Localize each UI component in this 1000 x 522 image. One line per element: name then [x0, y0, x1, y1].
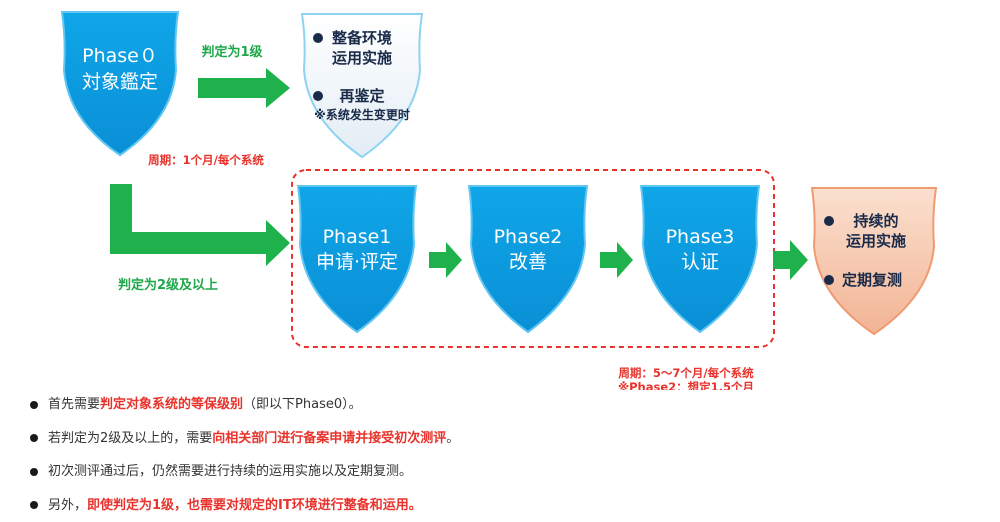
note-emphasis: 判定对象系统的等保级别 [100, 397, 243, 412]
bullet-icon [30, 501, 38, 509]
phase3-subtitle: 认证 [681, 251, 719, 273]
process-diagram: Phase０ 対象鑑定 判定为1级 整备环境 运用实施 再鉴定 ※系统发生变更时… [0, 0, 1000, 390]
arrow-to-phase1 [110, 184, 290, 266]
bullet-icon [30, 401, 38, 409]
phase1-subtitle: 申请·评定 [316, 251, 398, 273]
box1-item1-line1: 整备环境 [332, 29, 392, 47]
cycle0-label: 周期：1个月/每个系统 [148, 153, 264, 167]
box2-item2: 定期复测 [842, 271, 902, 289]
box2-item1-line1: 持续的 [853, 212, 898, 230]
phase0-title: Phase０ [82, 45, 158, 67]
bullet-icon [30, 468, 38, 476]
phase3-title: Phase3 [666, 226, 735, 248]
arrow-phase3-to-box2 [773, 240, 808, 280]
note-emphasis: 向相关部门进行备案申请并接受初次测评 [212, 431, 446, 446]
phase2-shield: Phase2 改善 [469, 186, 587, 332]
note-text: 。 [446, 431, 459, 446]
bullet-icon [30, 434, 38, 442]
note-item: 首先需要判定对象系统的等保级别（即以下Phase0）。 [28, 388, 988, 422]
bullet-icon [824, 216, 834, 226]
notes-list: 首先需要判定对象系统的等保级别（即以下Phase0）。 若判定为2级及以上的，需… [28, 388, 988, 522]
note-item: 初次测评通过后，仍然需要进行持续的运用实施以及定期复测。 [28, 455, 988, 489]
bullet-icon [313, 33, 323, 43]
note-emphasis: 即使判定为1级，也需要对规定的IT环境进行整备和运用。 [87, 498, 422, 513]
arrow-phase2-to-phase3 [600, 242, 633, 278]
box1-item2: 再鉴定 [339, 87, 384, 105]
phase2-title: Phase2 [494, 226, 563, 248]
phase2-subtitle: 改善 [509, 251, 547, 273]
bullet-icon [313, 91, 323, 101]
note-text: 初次测评通过后，仍然需要进行持续的运用实施以及定期复测。 [48, 464, 412, 479]
bullet-icon [824, 275, 834, 285]
phase0-subtitle: 対象鑑定 [82, 71, 158, 93]
arrow-to-box1 [198, 68, 290, 108]
box1-item1-line2: 运用实施 [332, 49, 392, 67]
note-item: 若判定为2级及以上的，需要向相关部门进行备案申请并接受初次测评。 [28, 422, 988, 456]
judge1-label: 判定为1级 [201, 44, 263, 60]
judge2-label: 判定为2级及以上 [118, 277, 218, 293]
phase1-title: Phase1 [323, 226, 392, 248]
phase3-shield: Phase3 认证 [641, 186, 759, 332]
phase0-shield: Phase０ 対象鑑定 [62, 12, 178, 155]
box1-item2-note: ※系统发生变更时 [314, 107, 410, 122]
box2-shield: 持续的 运用实施 定期复测 [812, 188, 936, 334]
box2-item1-line2: 运用实施 [846, 232, 906, 250]
note-text: 若判定为2级及以上的，需要 [48, 431, 212, 446]
note-text: （即以下Phase0）。 [243, 397, 362, 412]
note-item: 另外，即使判定为1级，也需要对规定的IT环境进行整备和运用。 [28, 489, 988, 522]
note-text: 首先需要 [48, 397, 100, 412]
cycle-main-line1: 周期：5～7个月/每个系统 [618, 366, 754, 380]
box1-shield: 整备环境 运用实施 再鉴定 ※系统发生变更时 [302, 14, 422, 157]
arrow-phase1-to-phase2 [429, 242, 462, 278]
phase1-shield: Phase1 申请·评定 [298, 186, 416, 332]
note-text: 另外， [48, 498, 87, 513]
